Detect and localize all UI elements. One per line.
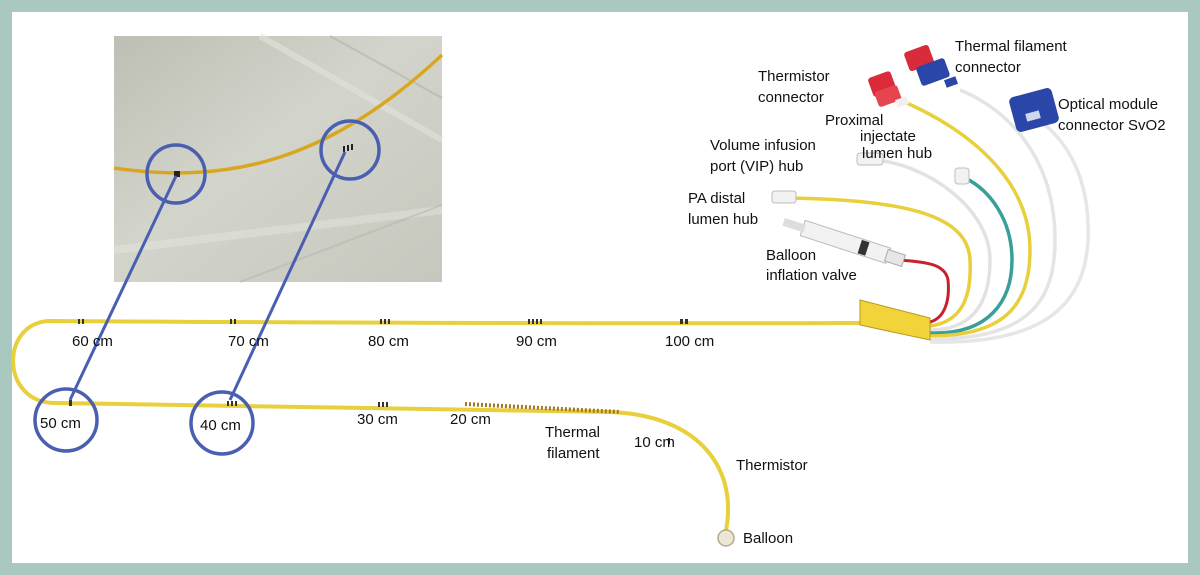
- marker-30cm: 30 cm: [357, 411, 398, 428]
- label-pa-distal-lumen-hub: PA distal lumen hub: [688, 190, 758, 228]
- callout-40cm: [189, 119, 381, 456]
- tick-marks: [69, 319, 688, 444]
- label-optical-module-connector: Optical module connector SvO2: [1058, 96, 1166, 134]
- inset-photo: [113, 33, 444, 283]
- marker-40cm: 40 cm: [200, 417, 241, 434]
- label-thermistor-connector: Thermistor connector: [758, 68, 834, 106]
- marker-90cm: 90 cm: [516, 333, 557, 350]
- balloon-tip: [717, 529, 735, 547]
- marker-70cm: 70 cm: [228, 333, 269, 350]
- marker-100cm: 100 cm: [665, 333, 714, 350]
- marker-labels: 60 cm 70 cm 80 cm 90 cm 100 cm 50 cm 40 …: [40, 333, 714, 451]
- callout-50cm: [33, 143, 207, 453]
- catheter-body: [11, 318, 932, 537]
- marker-20cm: 20 cm: [450, 411, 491, 428]
- label-balloon: Balloon: [743, 530, 793, 547]
- component-labels: Thermal filament Thermistor Balloon Ball…: [545, 38, 1166, 547]
- label-vip-hub: Volume infusion port (VIP) hub: [710, 137, 820, 175]
- thermal-filament-band: [464, 402, 621, 414]
- marker-60cm: 60 cm: [72, 333, 113, 350]
- label-balloon-inflation-valve: Balloon inflation valve: [766, 247, 857, 284]
- marker-50cm: 50 cm: [40, 415, 81, 432]
- marker-80cm: 80 cm: [368, 333, 409, 350]
- label-thermistor: Thermistor: [736, 457, 808, 474]
- label-thermal-filament-connector: Thermal filament connector: [955, 38, 1071, 76]
- connector-assembly: [771, 45, 1090, 344]
- marker-10cm: 10 cm: [634, 434, 675, 451]
- label-thermal-filament: Thermal filament: [545, 424, 604, 462]
- label-proximal-injectate: Proximal injectate lumen hub: [825, 112, 932, 162]
